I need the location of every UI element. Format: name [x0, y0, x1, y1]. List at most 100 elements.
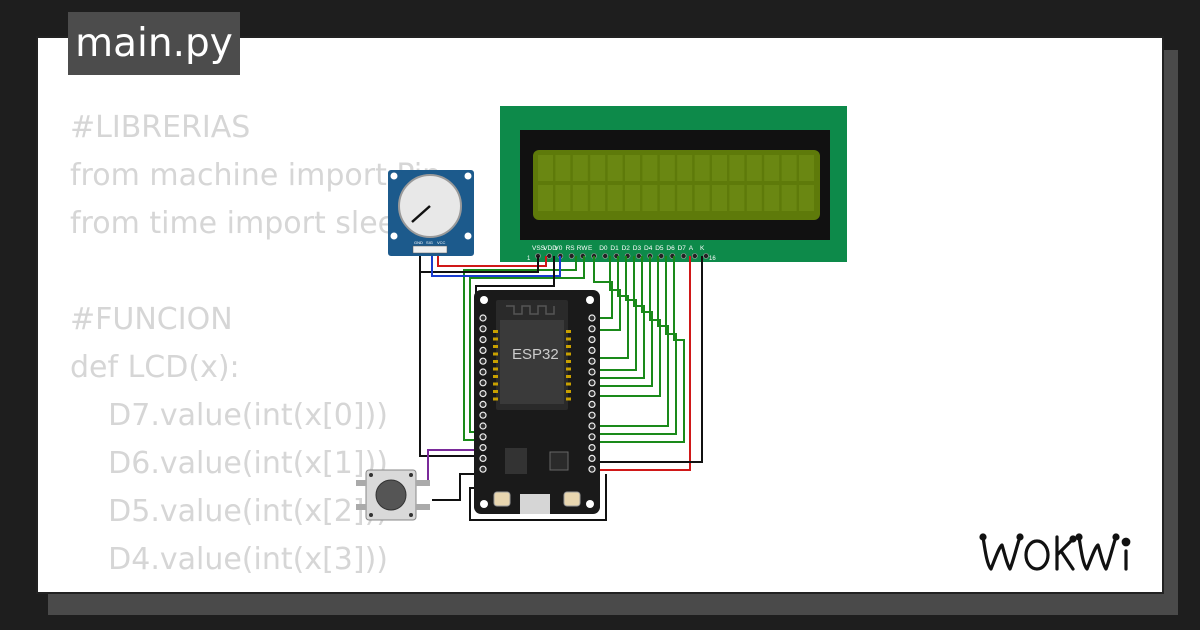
header-pin — [588, 433, 596, 441]
lcd-char-cell — [625, 155, 640, 181]
esp32-board[interactable]: ESP32 — [474, 290, 600, 514]
button-cap-icon[interactable] — [375, 479, 407, 511]
wire — [596, 256, 629, 359]
code-line: #LIBRERIAS — [70, 110, 251, 145]
mount-hole — [464, 232, 472, 240]
lcd-pin-label: D6 — [666, 245, 675, 252]
lcd-char-cell — [746, 185, 762, 211]
header-pin — [588, 314, 596, 322]
castellation — [493, 330, 498, 333]
lcd-char-cell — [781, 185, 797, 211]
header-pin — [479, 346, 487, 354]
code-line: D4.value(int(x[3])) — [70, 542, 388, 577]
lcd-char-cell — [677, 185, 693, 211]
lcd-char-cell — [625, 185, 640, 211]
wire — [593, 256, 613, 319]
lcd-char-grid — [538, 155, 814, 211]
pot-pin-vcc: VCC — [437, 240, 446, 245]
code-line: D3.value(int(x[4])) — [70, 584, 441, 592]
lcd-char-cell — [555, 155, 571, 181]
code-preview: #LIBRERIAS from machine import Pin from … — [70, 104, 441, 592]
mount-hole — [390, 172, 398, 180]
potentiometer-indicator — [411, 205, 431, 223]
header-pin — [588, 336, 596, 344]
pot-pin-sig: SIG — [426, 240, 433, 245]
header-pin — [588, 400, 596, 408]
lcd-pin-label: K — [700, 245, 705, 252]
lcd-pin — [568, 253, 575, 259]
usb-port — [520, 494, 550, 514]
wire — [596, 256, 653, 387]
lcd-pin-label: D7 — [678, 245, 687, 252]
code-line: def LCD(x): — [70, 350, 240, 385]
wokwi-logo-mark — [979, 533, 1131, 571]
castellation — [493, 360, 498, 363]
code-line: D6.value(int(x[1])) — [70, 446, 388, 481]
wire — [596, 256, 661, 397]
lcd-pin — [680, 253, 687, 259]
header-pin — [588, 444, 596, 452]
wire — [419, 252, 539, 273]
wire — [596, 256, 669, 427]
wire — [596, 256, 621, 331]
lcd-pin-label: A — [689, 245, 694, 252]
lcd-char-cell — [781, 155, 797, 181]
lcd-pin-label: E — [588, 245, 593, 252]
header-pin — [588, 390, 596, 398]
reset-button-icon[interactable] — [563, 491, 581, 507]
header-pin — [588, 346, 596, 354]
boot-button-icon[interactable] — [493, 491, 511, 507]
header-pin — [479, 314, 487, 322]
castellation — [566, 375, 571, 378]
header-pin — [479, 379, 487, 387]
header-pin — [588, 325, 596, 333]
wire — [596, 256, 645, 379]
lcd-char-cell — [694, 185, 710, 211]
button-corner — [369, 513, 373, 517]
lcd-char-cell — [712, 185, 727, 211]
castellation — [493, 382, 498, 386]
mount-hole — [390, 232, 398, 240]
wire — [431, 252, 561, 277]
castellation — [566, 397, 571, 401]
button-corner — [409, 513, 413, 517]
potentiometer[interactable]: GND SIG VCC — [388, 170, 474, 256]
header-pin — [588, 357, 596, 365]
header-pin — [479, 422, 487, 430]
lcd-pin-label: D4 — [644, 245, 653, 252]
mount-hole — [480, 296, 488, 304]
usb-chip — [549, 451, 569, 471]
lcd-pin-label: D1 — [610, 245, 619, 252]
lcd-char-cell — [590, 185, 606, 211]
lcd-pin-label: V0 — [554, 245, 562, 252]
wokwi-logo[interactable] — [975, 525, 1150, 585]
esp32-shield — [500, 320, 564, 404]
lcd-char-cell — [694, 155, 710, 181]
lcd-pin-last: 16 — [709, 256, 716, 262]
wire — [427, 449, 482, 486]
lcd-pin-label: VSS — [532, 245, 546, 252]
castellation — [566, 352, 571, 356]
lcd-char-cell — [712, 155, 727, 181]
castellation — [493, 375, 498, 378]
header-pin — [588, 411, 596, 419]
lcd-char-cell — [677, 155, 693, 181]
push-button[interactable] — [356, 469, 430, 521]
esp32-label: ESP32 — [512, 346, 559, 363]
header-pin — [479, 400, 487, 408]
wire — [596, 256, 685, 443]
button-leg — [356, 504, 366, 510]
lcd-pin — [658, 253, 665, 259]
lcd-char-cell — [572, 185, 588, 211]
file-tab[interactable]: main.py — [68, 12, 240, 75]
lcd-char-cell — [729, 185, 745, 211]
wire — [596, 256, 703, 463]
header-pin — [588, 368, 596, 376]
lcd-char-cell — [642, 185, 658, 211]
castellation — [566, 382, 571, 386]
button-leg — [416, 480, 430, 486]
lcd-char-cell — [799, 185, 814, 211]
lcd-pin-label: D3 — [633, 245, 642, 252]
mount-hole — [586, 500, 594, 508]
